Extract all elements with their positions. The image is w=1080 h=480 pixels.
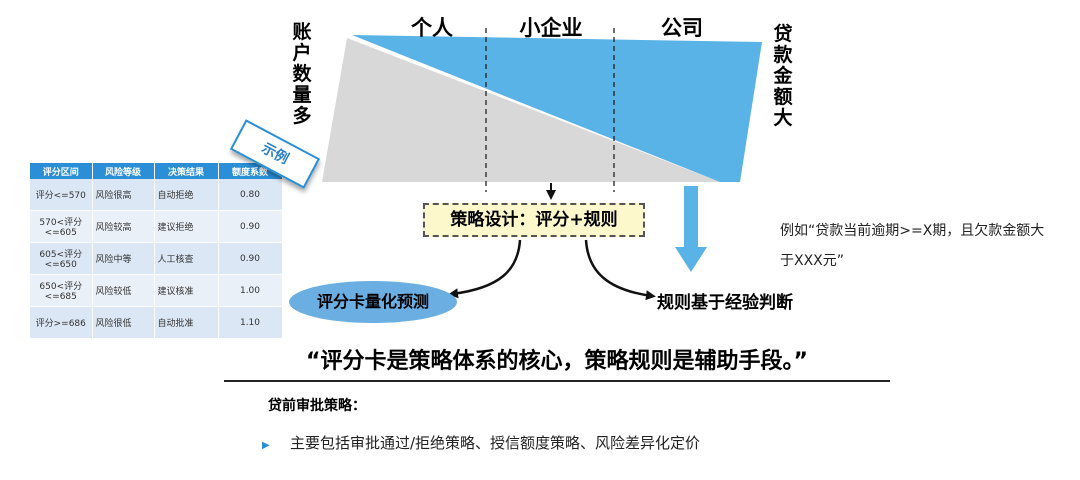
blue-down-arrow (675, 186, 707, 272)
bullet-triangle-icon: ▶ (262, 440, 270, 451)
curve-arrow-right (584, 239, 656, 301)
account-volume-triangle (322, 38, 720, 182)
cell-range: 评分<=570 (30, 179, 93, 211)
table-header-row: 评分区间 风险等级 决策结果 额度系数 (30, 163, 283, 179)
cell-decision: 建议核准 (154, 274, 219, 307)
cell-range: 570<评分<=605 (30, 210, 93, 243)
cell-range: 评分>=686 (30, 306, 93, 339)
segment-label-corporate: 公司 (661, 16, 703, 40)
cell-coef: 1.00 (218, 274, 283, 307)
scorecard-prediction-ellipse: 评分卡量化预测 (289, 281, 457, 323)
cell-risk: 风险较高 (92, 210, 155, 243)
cell-decision: 建议拒绝 (154, 210, 219, 243)
score-decision-table: 评分区间 风险等级 决策结果 额度系数 评分<=570 风险很高 自动拒绝 0.… (30, 163, 283, 339)
core-quote: “评分卡是策略体系的核心，策略规则是辅助手段。” (224, 344, 890, 382)
table-row: 评分<=570 风险很高 自动拒绝 0.80 (30, 179, 283, 211)
cell-decision: 自动批准 (154, 306, 219, 339)
cell-range: 650<评分<=685 (30, 274, 93, 307)
bullet-text: 主要包括审批通过/拒绝策略、授信额度策略、风险差异化定价 (290, 434, 701, 452)
cell-risk: 风险中等 (92, 242, 155, 275)
cell-decision: 自动拒绝 (154, 179, 219, 211)
bullet-item: ▶ 主要包括审批通过/拒绝策略、授信额度策略、风险差异化定价 (262, 432, 700, 453)
cell-coef: 1.10 (218, 306, 283, 339)
cell-range: 605<评分<=650 (30, 242, 93, 275)
strategy-design-box: 策略设计：评分+规则 (423, 203, 645, 237)
segment-label-individual: 个人 (411, 16, 453, 40)
loan-amount-band (352, 35, 762, 182)
rule-example-text: 例如“贷款当前逾期>=X期，且欠款金额大于XXX元” (780, 223, 1045, 269)
curve-arrow-left (448, 239, 522, 299)
right-axis-label: 贷款金额大 (773, 23, 793, 129)
cell-risk: 风险很低 (92, 306, 155, 339)
cell-decision: 人工核查 (154, 242, 219, 275)
segment-label-small-business: 小企业 (519, 16, 583, 40)
left-axis-label: 账户数量多 (292, 21, 312, 127)
cell-coef: 0.90 (218, 210, 283, 243)
header-risk-level: 风险等级 (92, 163, 155, 179)
table-row: 605<评分<=650 风险中等 人工核查 0.90 (30, 242, 283, 275)
cell-coef: 0.80 (218, 179, 283, 211)
pre-loan-strategy-title: 贷前审批策略： (268, 398, 366, 414)
cell-risk: 风险很高 (92, 179, 155, 211)
header-score-range: 评分区间 (30, 163, 93, 179)
cell-risk: 风险较低 (92, 274, 155, 307)
header-decision: 决策结果 (154, 163, 219, 179)
table-row: 570<评分<=605 风险较高 建议拒绝 0.90 (30, 210, 283, 243)
table-row: 评分>=686 风险很低 自动批准 1.10 (30, 306, 283, 339)
table-row: 650<评分<=685 风险较低 建议核准 1.00 (30, 274, 283, 307)
rule-experience-label: 规则基于经验判断 (657, 293, 793, 313)
cell-coef: 0.90 (218, 242, 283, 275)
